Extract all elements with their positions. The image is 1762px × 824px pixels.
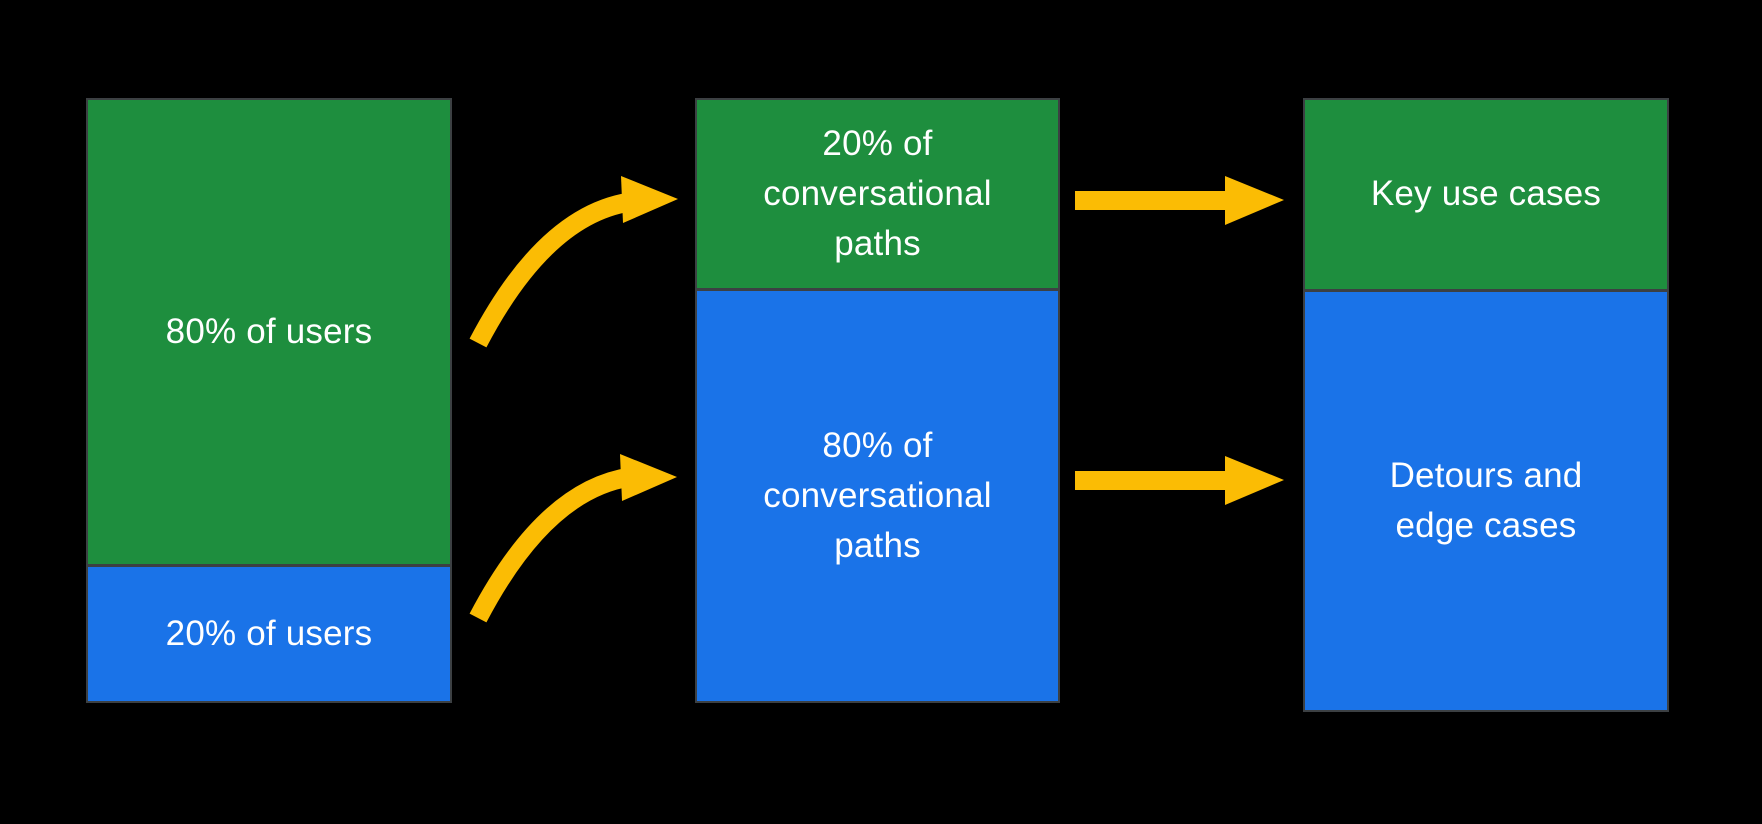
users-80-segment: 80% of users	[88, 100, 450, 567]
arrow-paths80-to-detours	[1075, 456, 1284, 505]
paths-80-segment: 80% of conversational paths	[697, 291, 1058, 701]
arrow-paths20-to-key-use-cases-shaft	[1075, 191, 1227, 210]
arrow-paths80-to-detours-shaft	[1075, 471, 1227, 490]
arrow-paths80-to-detours-head-icon	[1225, 456, 1284, 505]
paths-20-segment: 20% of conversational paths	[697, 100, 1058, 291]
users-20-label: 20% of users	[165, 613, 373, 653]
detours-edge-cases-segment: Detours and edge cases	[1305, 292, 1667, 710]
key-use-cases-segment: Key use cases	[1305, 100, 1667, 292]
paths-20-label: 20% of conversational paths	[763, 123, 992, 264]
arrow-users80-to-paths20	[469, 176, 678, 348]
paths-80-label: 80% of conversational paths	[763, 425, 992, 566]
users-80-label: 80% of users	[165, 311, 373, 351]
users-20-segment: 20% of users	[88, 567, 450, 701]
arrow-users20-to-paths80-head-icon	[620, 454, 677, 501]
key-use-cases-label: Key use cases	[1370, 174, 1602, 214]
conversational-paths-bar: 20% of conversational paths 80% of conve…	[695, 98, 1060, 703]
arrow-paths20-to-key-use-cases-head-icon	[1225, 176, 1284, 225]
arrow-users20-to-paths80	[469, 454, 677, 623]
arrow-paths20-to-key-use-cases	[1075, 176, 1284, 225]
detours-edge-cases-label: Detours and edge cases	[1389, 455, 1583, 545]
arrow-users80-to-paths20-shaft	[469, 192, 632, 348]
users-bar: 80% of users 20% of users	[86, 98, 452, 703]
arrow-users20-to-paths80-shaft	[469, 467, 632, 623]
arrow-users80-to-paths20-head-icon	[621, 176, 678, 223]
outcomes-bar: Key use cases Detours and edge cases	[1303, 98, 1669, 712]
